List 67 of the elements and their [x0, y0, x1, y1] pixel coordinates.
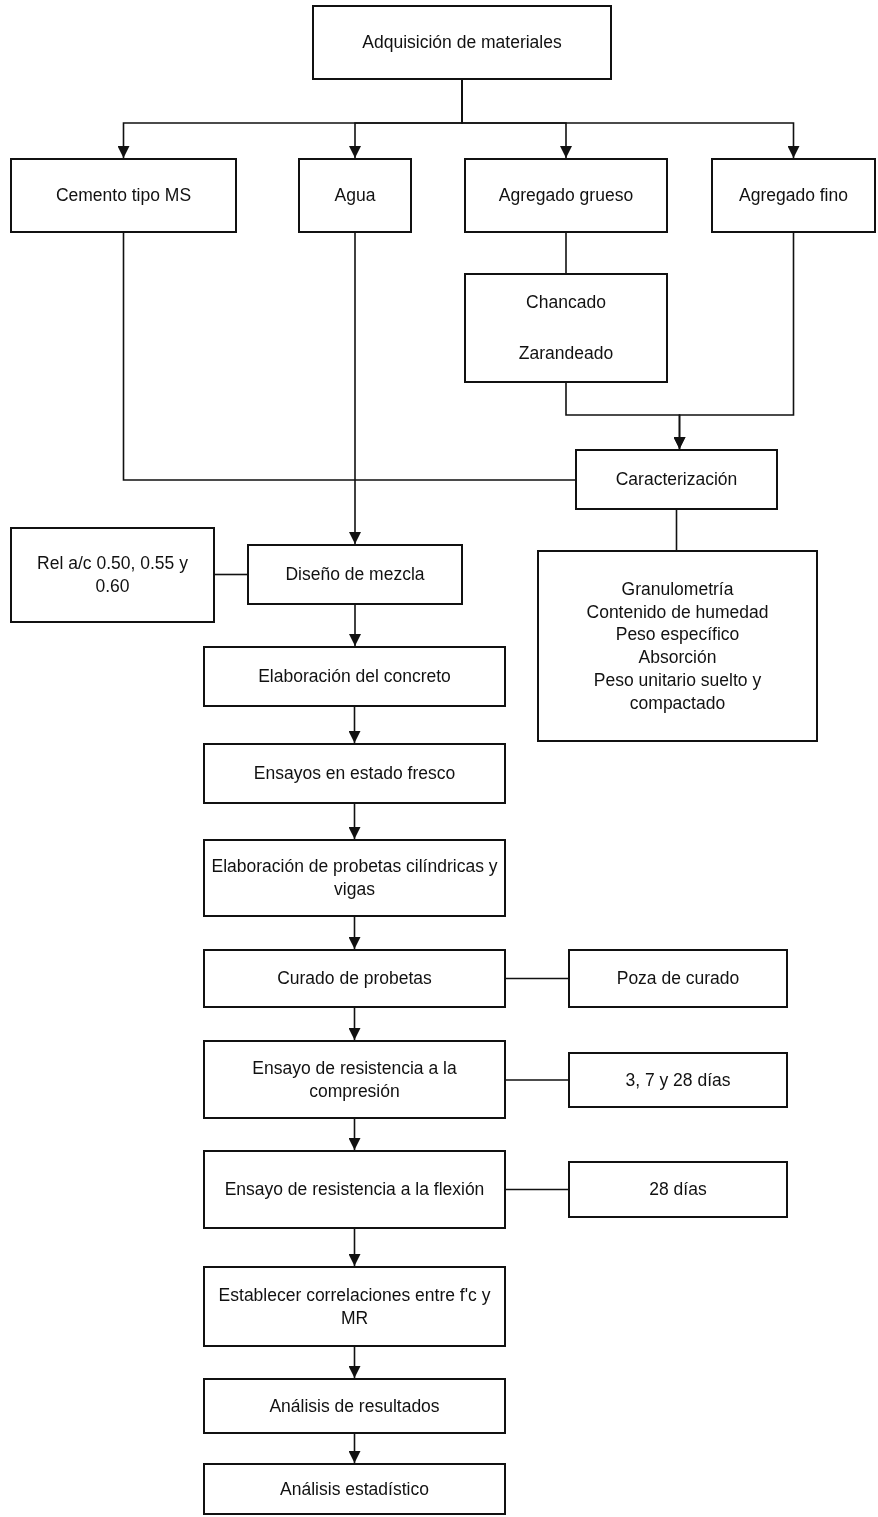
process-box: [203, 1266, 506, 1347]
process-box: [464, 158, 668, 233]
process-box: [203, 1040, 506, 1119]
box-label: Chancado: [526, 291, 606, 314]
box-label: Absorción: [638, 646, 717, 669]
process-box: [568, 1161, 788, 1218]
box-label: 28 días: [649, 1178, 707, 1201]
box-label: Curado de probetas: [277, 967, 432, 990]
process-box: [568, 1052, 788, 1108]
arrow: [348, 1228, 361, 1267]
arrow: [348, 1118, 361, 1151]
process-box: [464, 273, 668, 383]
box-label: Zarandeado: [518, 342, 614, 365]
box-label: Ensayos en estado fresco: [253, 762, 456, 785]
arrow: [348, 916, 361, 950]
connector-line: [122, 232, 576, 481]
process-box: [203, 1150, 506, 1229]
arrow: [348, 803, 361, 840]
connector-line: [505, 1079, 569, 1081]
arrow: [348, 706, 361, 744]
box-label: Agregado grueso: [498, 184, 634, 207]
box-label: Agregado fino: [739, 184, 848, 207]
process-box: [247, 544, 463, 605]
box-label: Elaboración de probetas cilíndricas y vigas: [211, 855, 498, 901]
box-label: Peso específico: [615, 623, 740, 646]
process-box: [711, 158, 876, 233]
process-box: [203, 949, 506, 1008]
box-label: Caracterización: [615, 468, 738, 491]
process-box: [203, 646, 506, 707]
box-label: Diseño de mezcla: [285, 563, 425, 586]
arrow: [349, 232, 361, 545]
connector-line: [214, 573, 248, 576]
box-label: Adquisición de materiales: [362, 31, 562, 54]
box-label: Poza de curado: [616, 967, 740, 990]
process-box: [203, 743, 506, 804]
box-label: Establecer correlaciones entre f'c y MR: [217, 1283, 492, 1330]
box-label: Análisis estadístico: [280, 1477, 429, 1501]
arrow: [348, 1346, 361, 1379]
box-label: Contenido de humedad: [586, 600, 769, 624]
process-box: [10, 158, 237, 233]
box-label: 3, 7 y 28 días: [625, 1068, 731, 1092]
process-box: [203, 1378, 506, 1434]
arrow: [348, 1007, 361, 1041]
connector-line: [505, 977, 569, 980]
box-label: Elaboración del concreto: [258, 665, 451, 688]
box-label: Agua: [334, 184, 376, 207]
process-box: [537, 550, 818, 742]
arrow: [348, 1433, 361, 1464]
process-box: [575, 449, 778, 510]
box-label: Análisis de resultados: [269, 1394, 440, 1418]
process-box: [203, 839, 506, 917]
box-label: Granulometría: [621, 577, 734, 601]
arrow: [349, 604, 361, 647]
box-label: Ensayo de resistencia a la compresión: [251, 1056, 458, 1103]
connector-line: [505, 1188, 569, 1191]
process-box: [10, 527, 215, 623]
box-label: Ensayo de resistencia a la flexión: [224, 1178, 485, 1201]
process-box: [298, 158, 412, 233]
box-label: Cemento tipo MS: [55, 184, 192, 207]
process-box: [568, 949, 788, 1008]
box-label: Peso unitario suelto y compactado: [592, 668, 763, 715]
box-label: Rel a/c 0.50, 0.55 y 0.60: [36, 552, 189, 598]
process-box: [203, 1463, 506, 1515]
process-box: [312, 5, 612, 80]
connector-line: [675, 509, 678, 551]
arrow: [673, 232, 795, 450]
connector-line: [565, 232, 567, 274]
